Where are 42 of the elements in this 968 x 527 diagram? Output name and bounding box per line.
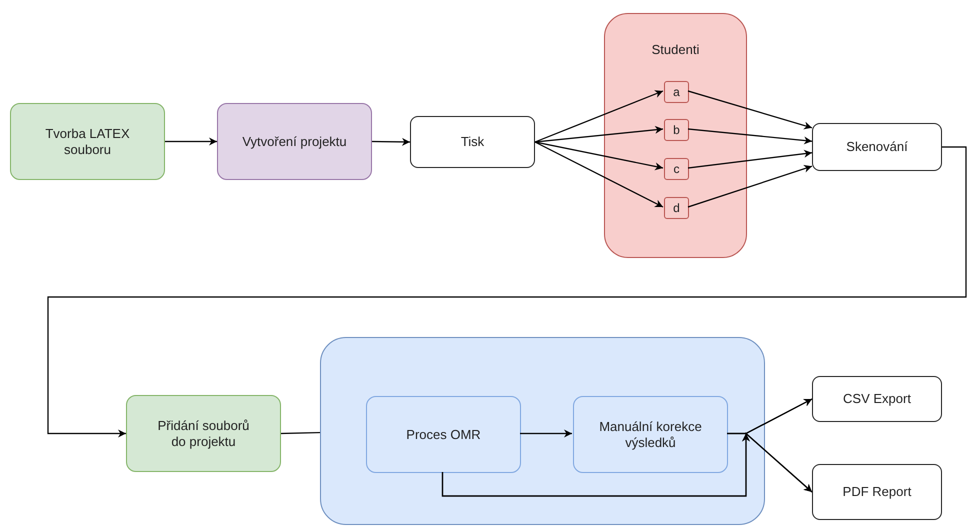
arrow — [534, 141, 664, 208]
arrow — [688, 90, 812, 130]
node-label: c — [674, 161, 680, 177]
arrow — [688, 128, 812, 144]
group-container — [320, 337, 765, 525]
group-title: Studenti — [652, 42, 700, 58]
process-box — [573, 396, 728, 473]
arrow — [534, 90, 664, 143]
arrow — [165, 138, 217, 146]
node-label: Skenování — [846, 139, 908, 155]
node-label: Manuální korekce výsledků — [598, 418, 703, 450]
node-label: b — [673, 122, 680, 138]
group-container — [604, 13, 747, 258]
arrow — [688, 150, 812, 169]
node-label: Tvorba LATEX souboru — [44, 126, 131, 158]
node-label: Přidání souborů do projektu — [156, 418, 250, 450]
process-box — [812, 123, 942, 171]
small-box — [664, 81, 689, 103]
node-label: d — [673, 200, 680, 216]
small-box — [664, 158, 689, 180]
arrow — [534, 141, 664, 170]
process-box — [812, 464, 942, 520]
process-box — [410, 116, 535, 168]
arrow — [372, 138, 410, 146]
node-label: a — [673, 84, 680, 100]
process-box — [126, 395, 281, 472]
process-box — [812, 376, 942, 422]
node-label: Tisk — [460, 134, 484, 150]
process-box — [217, 103, 372, 180]
arrow — [520, 430, 572, 438]
small-box — [664, 119, 689, 141]
arrow — [47, 146, 967, 438]
process-box — [10, 103, 165, 180]
node-label: Proces OMR — [406, 426, 481, 442]
process-box — [366, 396, 521, 473]
arrow — [442, 432, 812, 497]
small-box — [664, 197, 689, 219]
node-label: Vytvoření projektu — [242, 134, 347, 150]
arrow — [688, 164, 812, 208]
node-label: PDF Report — [842, 484, 912, 500]
arrow — [534, 126, 664, 143]
node-label: CSV Export — [843, 391, 911, 407]
